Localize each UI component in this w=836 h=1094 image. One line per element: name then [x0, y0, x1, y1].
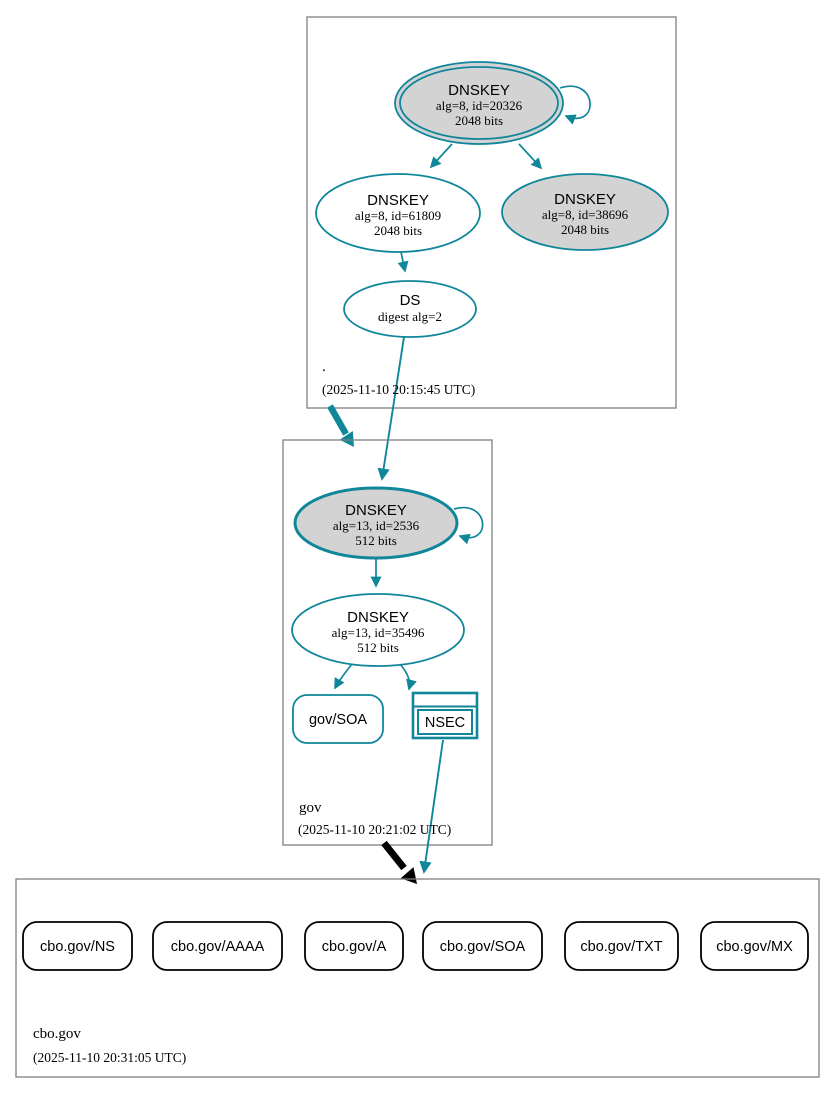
root-key2-alg: alg=8, id=38696 — [542, 207, 629, 222]
rrset-cbo-ns-label: cbo.gov/NS — [40, 939, 115, 955]
rrset-cbo-aaaa-box — [152, 921, 283, 971]
root-ds-alg: digest alg=2 — [378, 309, 442, 324]
root-zsk-title: DNSKEY — [367, 192, 429, 209]
zone-cbo-box — [15, 878, 820, 1078]
zone-cbo: cbo.gov/NS cbo.gov/AAAA cbo.gov/A cbo.go… — [15, 878, 820, 1078]
zone-root: DNSKEY alg=8, id=20326 2048 bits DNSKEY … — [306, 16, 677, 481]
zone-root-timestamp: (2025-11-10 20:15:45 UTC) — [322, 382, 475, 397]
root-key2-ellipse — [501, 173, 669, 251]
root-ksk-bits: 2048 bits — [455, 113, 503, 128]
edge-gov-delegation-shaft — [381, 840, 407, 871]
rrset-cbo-mx[interactable]: cbo.gov/MX — [700, 921, 809, 971]
gov-nsec-label: NSEC — [425, 715, 465, 731]
rrset-cbo-soa-box — [422, 921, 543, 971]
root-zsk-ellipse — [315, 173, 481, 253]
rrset-cbo-txt-label: cbo.gov/TXT — [580, 939, 662, 955]
edge-root-zsk-to-ds — [397, 251, 409, 273]
zone-gov-timestamp: (2025-11-10 20:21:02 UTC) — [298, 822, 451, 837]
rrset-cbo-a-box — [304, 921, 404, 971]
gov-ksk-node[interactable]: DNSKEY alg=13, id=2536 512 bits — [293, 486, 459, 560]
gov-zsk-node[interactable]: DNSKEY alg=13, id=35496 512 bits — [291, 593, 465, 667]
edge-gov-ksk-selfsign — [453, 506, 484, 545]
gov-ksk-ellipse — [293, 486, 459, 560]
rrset-cbo-mx-box — [700, 921, 809, 971]
edge-root-delegation-shaft — [327, 404, 349, 436]
root-zsk-node[interactable]: DNSKEY alg=8, id=61809 2048 bits — [315, 173, 481, 253]
rrset-cbo-a-label: cbo.gov/A — [322, 939, 387, 955]
gov-zsk-title: DNSKEY — [347, 609, 409, 626]
rrset-cbo-ns-box — [22, 921, 133, 971]
gov-ksk-bits: 512 bits — [355, 533, 397, 548]
root-ksk-alg: alg=8, id=20326 — [436, 98, 523, 113]
root-key2-bits: 2048 bits — [561, 222, 609, 237]
zone-gov: DNSKEY alg=13, id=2536 512 bits DNSKEY a… — [282, 439, 493, 884]
edge-gov-zsk-to-nsec — [399, 663, 417, 691]
edge-root-ksk-selfsign — [559, 85, 591, 125]
rrset-cbo-txt[interactable]: cbo.gov/TXT — [564, 921, 679, 971]
root-ksk-inner-ellipse — [399, 66, 559, 140]
rrset-cbo-txt-box — [564, 921, 679, 971]
gov-soa-box — [292, 694, 384, 744]
gov-nsec-inner — [417, 709, 473, 735]
gov-nsec-outer — [411, 691, 479, 740]
root-ds-node[interactable]: DS digest alg=2 — [343, 280, 477, 338]
root-zsk-bits: 2048 bits — [374, 223, 422, 238]
gov-zsk-alg: alg=13, id=35496 — [332, 625, 425, 640]
edge-root-ksk-to-key2 — [518, 143, 543, 170]
root-ds-ellipse — [343, 280, 477, 338]
zone-root-label: . — [322, 359, 326, 375]
root-key2-node[interactable]: DNSKEY alg=8, id=38696 2048 bits — [501, 173, 669, 251]
edge-root-delegation-arrowhead — [339, 431, 354, 447]
rrset-cbo-mx-label: cbo.gov/MX — [716, 939, 793, 955]
gov-zsk-ellipse — [291, 593, 465, 667]
root-ksk-title: DNSKEY — [448, 82, 510, 99]
root-zsk-alg: alg=8, id=61809 — [355, 208, 441, 223]
root-ksk-node[interactable]: DNSKEY alg=8, id=20326 2048 bits — [394, 61, 564, 145]
gov-nsec-node[interactable]: NSEC — [411, 691, 479, 740]
rrset-cbo-soa-label: cbo.gov/SOA — [440, 939, 526, 955]
rrset-cbo-soa[interactable]: cbo.gov/SOA — [422, 921, 543, 971]
rrset-cbo-a[interactable]: cbo.gov/A — [304, 921, 404, 971]
zone-gov-label: gov — [299, 800, 322, 816]
zone-cbo-label: cbo.gov — [33, 1026, 81, 1042]
gov-soa-label: gov/SOA — [309, 712, 367, 728]
rrset-cbo-aaaa-label: cbo.gov/AAAA — [171, 939, 265, 955]
edge-root-ds-to-gov-ksk — [377, 336, 405, 481]
zone-cbo-timestamp: (2025-11-10 20:31:05 UTC) — [33, 1050, 186, 1065]
edge-gov-delegation-arrowhead — [400, 867, 417, 884]
edge-gov-nsec-to-cbo — [419, 739, 444, 874]
root-ds-title: DS — [400, 292, 421, 309]
gov-ksk-alg: alg=13, id=2536 — [333, 518, 420, 533]
root-ksk-outer-ellipse — [394, 61, 564, 145]
gov-ksk-title: DNSKEY — [345, 502, 407, 519]
rrset-cbo-ns[interactable]: cbo.gov/NS — [22, 921, 133, 971]
root-key2-title: DNSKEY — [554, 191, 616, 208]
gov-soa-node[interactable]: gov/SOA — [292, 694, 384, 744]
edge-root-ksk-to-zsk — [429, 143, 453, 169]
gov-zsk-bits: 512 bits — [357, 640, 399, 655]
edge-gov-zsk-to-soa — [334, 663, 353, 690]
rrset-cbo-aaaa[interactable]: cbo.gov/AAAA — [152, 921, 283, 971]
zone-root-box — [306, 16, 677, 409]
